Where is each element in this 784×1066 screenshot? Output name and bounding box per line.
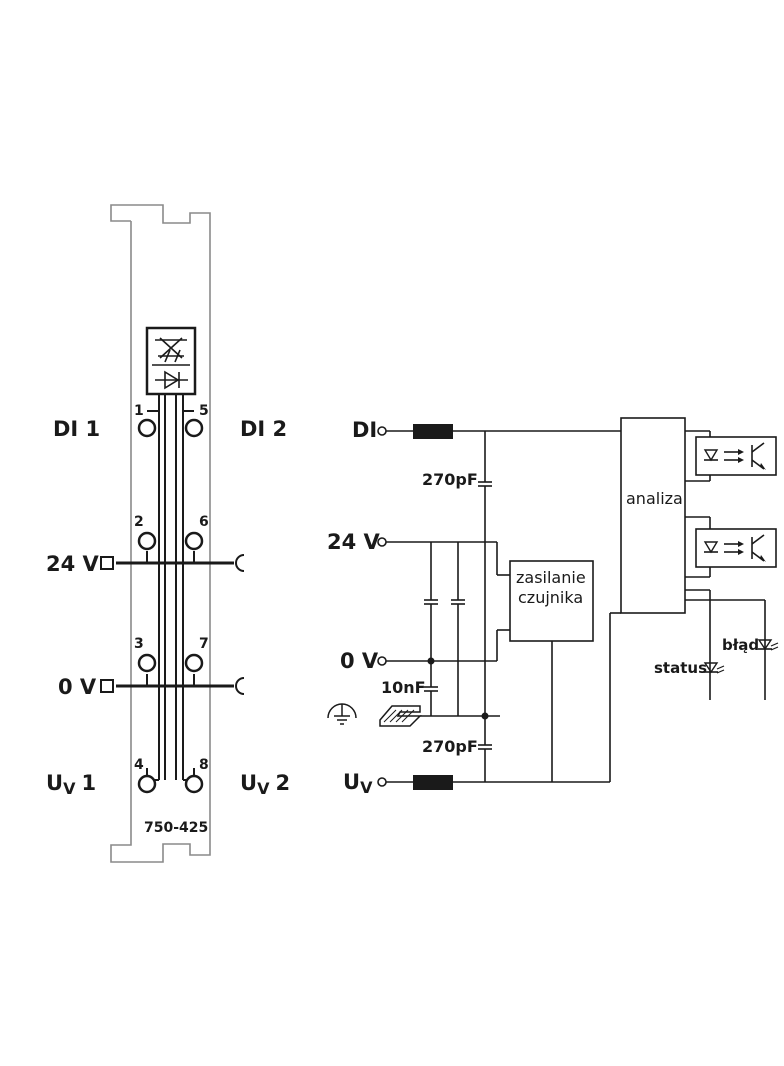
cap-label-bottom: 270pF	[422, 737, 478, 756]
pin-number-3: 3	[134, 636, 144, 652]
label-24v-left: 24 V	[46, 552, 100, 576]
module-housing-outline	[110, 204, 211, 863]
input-terminal-24v	[377, 537, 387, 547]
cap-label-top: 270pF	[422, 470, 478, 489]
pin-number-5: 5	[199, 403, 209, 419]
resistor-uv	[413, 775, 453, 790]
svg-text:UV2: UV2	[240, 771, 290, 798]
pin-4	[137, 774, 157, 794]
status-led-icon	[703, 662, 725, 674]
pin-3	[137, 653, 157, 673]
analysis-block	[620, 417, 686, 614]
pin-number-1: 1	[134, 403, 144, 419]
circuit-label-di: DI	[352, 418, 377, 442]
optocoupler-2	[685, 516, 777, 578]
cap-label-mid: 10nF	[381, 678, 426, 697]
terminal-0v-left	[100, 679, 114, 693]
label-di1: DI 1	[53, 417, 100, 441]
input-terminal-0v	[377, 656, 387, 666]
sensor-supply-block	[509, 560, 594, 642]
pin-number-2: 2	[134, 514, 144, 530]
sensor-symbol	[145, 326, 197, 396]
ground-icon	[327, 703, 357, 725]
pin-number-7: 7	[199, 636, 209, 652]
pin-5	[184, 418, 204, 438]
circuit-label-0v: 0 V	[340, 649, 379, 673]
analysis-label: analiza	[626, 489, 683, 508]
status-label: status	[654, 659, 707, 677]
label-di2: DI 2	[240, 417, 287, 441]
optocoupler-1	[685, 430, 777, 482]
terminal-24v-left	[100, 556, 114, 570]
terminal-0v-right	[235, 677, 245, 695]
circuit-label-uv: UV	[343, 770, 373, 797]
pin-number-8: 8	[199, 757, 209, 773]
pin-1	[137, 418, 157, 438]
label-0v-left: 0 V	[58, 675, 97, 699]
pin-7	[184, 653, 204, 673]
circuit-label-24v: 24 V	[327, 530, 381, 554]
pin-8	[184, 774, 204, 794]
svg-text:UV: UV	[343, 770, 373, 797]
part-number: 750-425	[144, 820, 208, 836]
pin-number-6: 6	[199, 514, 209, 530]
error-label: błąd	[722, 636, 759, 654]
resistor-di	[413, 424, 453, 439]
sensor-supply-label-2: czujnika	[518, 588, 583, 607]
din-rail-symbol	[379, 705, 422, 727]
svg-text:UV1: UV1	[46, 771, 96, 798]
terminal-24v-right	[235, 554, 245, 572]
circuit-schematic: DI 24 V 0 V UV	[327, 417, 779, 797]
error-led-icon	[757, 639, 779, 651]
pin-number-4: 4	[134, 757, 144, 773]
pin-6	[184, 531, 204, 551]
pin-2	[137, 531, 157, 551]
input-terminal-di	[377, 426, 387, 436]
sensor-supply-label-1: zasilanie	[516, 568, 586, 587]
input-terminal-uv	[377, 777, 387, 787]
